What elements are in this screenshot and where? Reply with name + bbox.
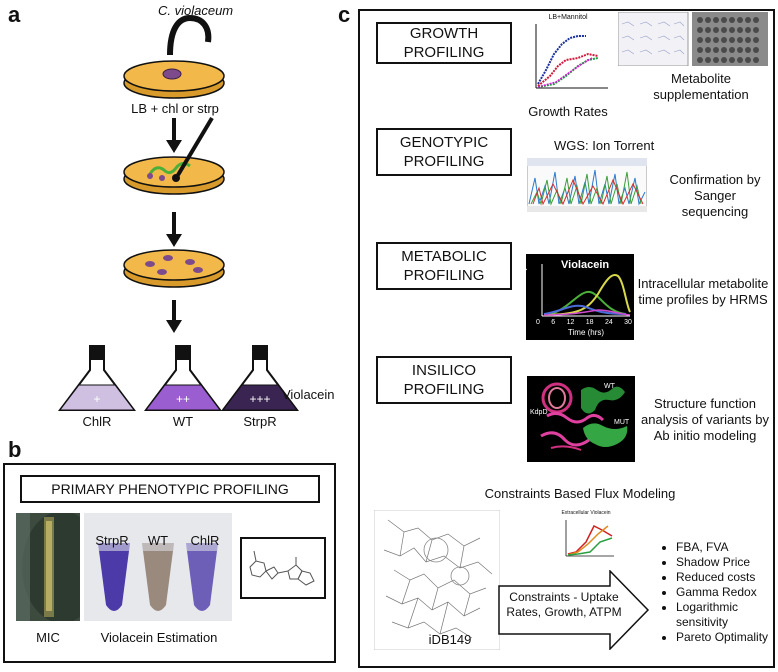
violacein-tubes-photo	[84, 513, 232, 621]
violacein-series-orange	[567, 525, 609, 556]
flask-chlr	[58, 345, 136, 411]
tube-label-wt: WT	[147, 533, 169, 548]
flask-strpr	[221, 345, 299, 411]
flask-sign-chlr: +	[93, 392, 101, 406]
organism-label: C. violaceum	[158, 3, 234, 18]
hrms-caption: Intracellular metabolite time profiles b…	[637, 276, 769, 307]
growth-series-green	[537, 57, 599, 88]
xtick-24: 24	[604, 319, 613, 326]
metabolite-plot-xlabel: Time (hrs)	[567, 328, 605, 337]
extracellular-violacein-plot	[556, 512, 616, 568]
model-name-label: iDB149	[428, 632, 472, 647]
mic-label: MIC	[36, 630, 60, 645]
metabolite-time-profile-plot	[526, 254, 634, 340]
flask-label-strpr: StrpR	[243, 414, 277, 429]
growth-series-magenta	[537, 57, 593, 88]
metabolite-series-yellow	[543, 274, 631, 316]
metabolite-plot-ylabel: Relative Intensity	[520, 266, 528, 321]
sanger-caption: Confirmation by Sanger sequencing	[669, 172, 761, 219]
flask-sign-strpr: +++	[249, 392, 271, 406]
panel-b-frame	[3, 463, 336, 663]
flask-wt	[144, 345, 222, 411]
petri-dish-3	[123, 249, 225, 288]
panel-b-letter: b	[8, 437, 22, 462]
plate-medium-label: LB + chl or strp	[131, 101, 219, 116]
growth-rates-caption: Growth Rates	[528, 104, 608, 119]
method-pareto: Pareto Optimality	[676, 630, 778, 645]
growth-rate-plot	[526, 14, 610, 98]
flask-sign-wt: ++	[175, 392, 190, 406]
panel-c-frame	[358, 9, 775, 668]
insilico-profiling-box: INSILICO PROFILING	[376, 356, 512, 404]
method-fba-fva: FBA, FVA	[676, 540, 778, 555]
growth-profiling-box: GROWTH PROFILING	[376, 22, 512, 64]
growth-series-blue	[537, 35, 586, 85]
constraints-arrow-text: Constraints - Uptake Rates, Growth, ATPM	[506, 590, 622, 619]
violacein-pigment-label: Violacein	[282, 387, 335, 402]
method-reduced-costs: Reduced costs	[676, 570, 778, 585]
xtick-18: 18	[585, 319, 594, 326]
metabolite-plot-xticks: 0 6 12 18 24 30	[536, 318, 632, 327]
violacein-structure-icon	[240, 537, 326, 599]
inoculation-loop	[167, 14, 212, 56]
metabolite-series-magenta	[543, 309, 631, 316]
growth-plot-title: LB+Mannitol	[548, 14, 588, 21]
method-gamma-redox: Gamma Redox	[676, 585, 778, 600]
tube-label-chlr: ChlR	[190, 533, 220, 548]
flask-label-wt: WT	[172, 414, 194, 429]
method-log-sensitivity: Logarithmic sensitivity	[676, 600, 778, 630]
xtick-0: 0	[536, 319, 540, 326]
xtick-12: 12	[566, 319, 575, 326]
constraints-arrow	[498, 570, 650, 650]
mic-plate-photo	[16, 513, 80, 621]
flux-modeling-title: Constraints Based Flux Modeling	[484, 486, 676, 501]
metabolic-network-map	[374, 510, 500, 650]
panel-c-letter: c	[338, 2, 351, 27]
genotypic-profiling-box: GENOTYPIC PROFILING	[376, 128, 512, 176]
wgs-label: WGS: Ion Torrent	[554, 138, 655, 153]
extracellular-plot-title: Extracellular Violacein	[561, 510, 611, 516]
wt-structure-label: WT	[604, 383, 615, 390]
petri-dish-1	[123, 60, 225, 99]
kdpd-label: KdpD	[530, 409, 548, 416]
violacein-estimation-label: Violacein Estimation	[100, 630, 218, 645]
ab-initio-caption: Structure function analysis of variants …	[641, 396, 769, 443]
panel-a-letter: a	[8, 2, 21, 27]
sanger-chromatogram	[527, 158, 647, 212]
metabolite-series-blue	[543, 304, 627, 315]
metabolic-profiling-box: METABOLIC PROFILING	[376, 242, 512, 290]
protein-structure-image	[527, 376, 635, 462]
growth-series-red	[537, 52, 599, 87]
flux-methods-list: FBA, FVA Shadow Price Reduced costs Gamm…	[658, 540, 778, 645]
method-shadow-price: Shadow Price	[676, 555, 778, 570]
flask-label-chlr: ChlR	[82, 414, 112, 429]
tube-label-strpr: StrpR	[95, 533, 129, 548]
xtick-6: 6	[551, 319, 556, 326]
petri-dish-2	[123, 116, 225, 195]
panel-a-illustration	[58, 14, 299, 411]
metabolite-plot-title: Violacein	[561, 259, 610, 271]
metabolite-supplementation-photos	[618, 12, 768, 66]
violacein-series-green	[567, 537, 613, 556]
metabolite-supplementation-caption: Metabolite supplementation	[653, 71, 749, 102]
panel-b-title: PRIMARY PHENOTYPIC PROFILING	[20, 475, 320, 503]
mut-structure-label: MUT	[614, 419, 630, 426]
xtick-30: 30	[624, 319, 632, 326]
